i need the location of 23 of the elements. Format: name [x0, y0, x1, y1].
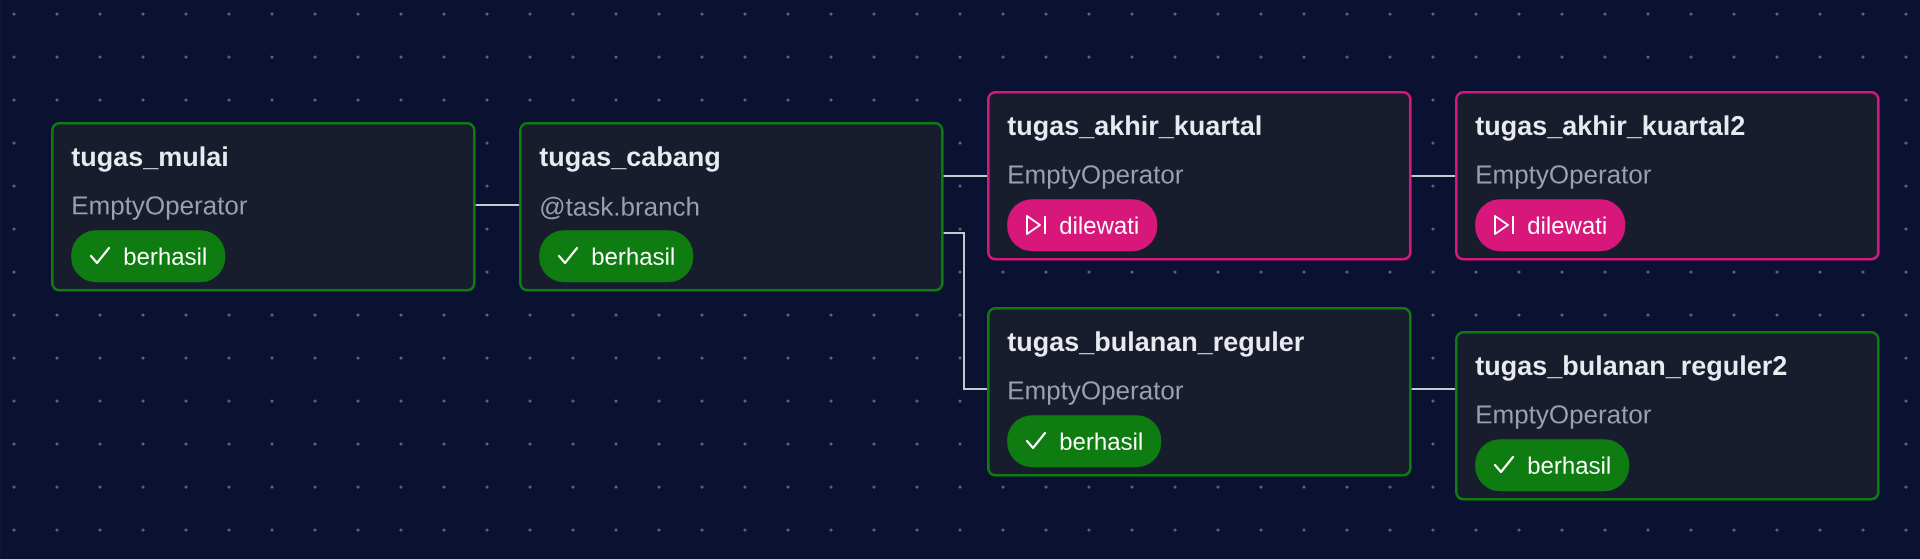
- status-badge: berhasil: [539, 230, 694, 283]
- status-badge: berhasil: [71, 230, 226, 283]
- task-name: tugas_akhir_kuartal2: [1475, 115, 1745, 141]
- connector-line: [474, 204, 520, 206]
- task-name: tugas_mulai: [71, 146, 227, 172]
- task-name: tugas_bulanan_reguler2: [1475, 355, 1787, 381]
- status-badge: dilewati: [1475, 199, 1626, 252]
- status-badge: dilewati: [1007, 199, 1158, 252]
- task-name: tugas_cabang: [539, 146, 719, 172]
- operator-label: EmptyOperator: [1009, 165, 1184, 189]
- status-badge: berhasil: [1475, 439, 1630, 492]
- status-badge: berhasil: [1007, 415, 1162, 468]
- task-name: tugas_akhir_kuartal: [1007, 115, 1261, 141]
- connector-line: [1410, 388, 1456, 390]
- connector-line: [942, 175, 988, 177]
- connector-line: [942, 232, 988, 390]
- operator-label: EmptyOperator: [1477, 165, 1652, 189]
- operator-label: @task.branch: [541, 196, 699, 220]
- operator-label: EmptyOperator: [1477, 405, 1652, 429]
- task-name: tugas_bulanan_reguler: [1007, 331, 1304, 357]
- connector-line: [1410, 175, 1456, 177]
- operator-label: EmptyOperator: [73, 196, 248, 220]
- operator-label: EmptyOperator: [1009, 381, 1184, 405]
